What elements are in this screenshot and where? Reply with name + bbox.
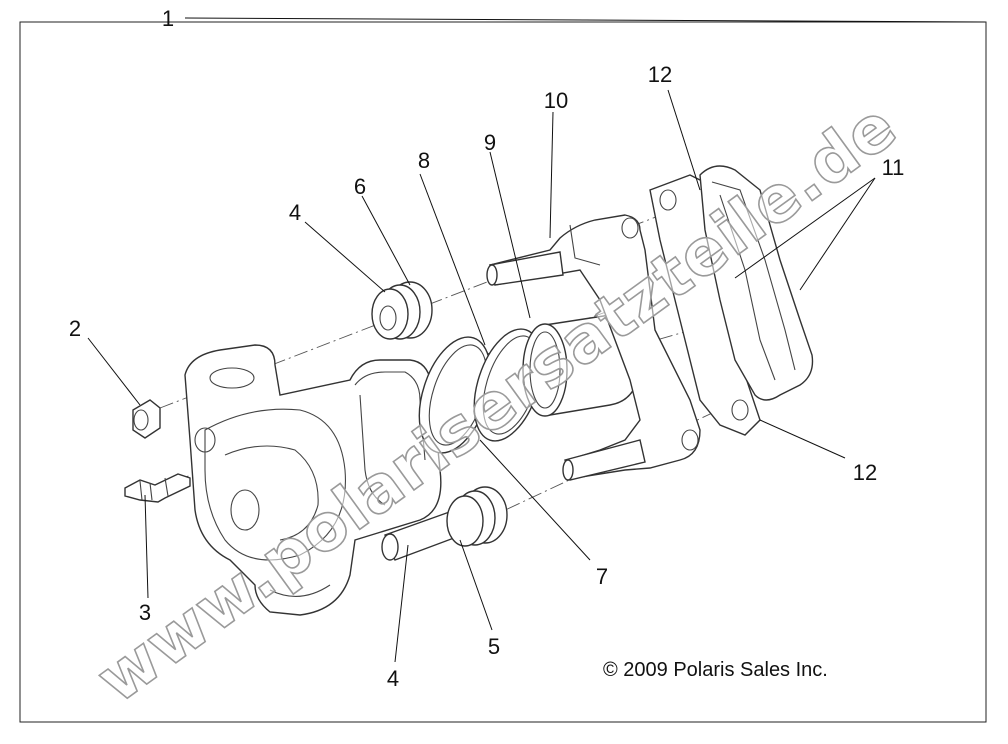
slide-pin-lower <box>381 486 508 561</box>
callout-6: 6 <box>354 174 366 199</box>
callout-12-top: 12 <box>648 62 672 87</box>
bleeder-cap <box>132 399 161 439</box>
callout-10: 10 <box>544 88 568 113</box>
callout-labels: 1 2 3 4 6 8 9 10 12 11 12 7 5 4 <box>69 6 905 691</box>
callout-1: 1 <box>162 6 174 31</box>
callout-11: 11 <box>882 155 905 180</box>
brake-pads <box>699 165 814 401</box>
callout-4-bottom: 4 <box>387 666 399 691</box>
bleeder-screw <box>124 473 191 503</box>
callout-3: 3 <box>139 600 151 625</box>
diagram-border <box>19 21 987 723</box>
callout-2: 2 <box>69 316 81 341</box>
callout-4-top: 4 <box>289 200 301 225</box>
caliper-boot-upper <box>371 281 433 340</box>
caliper-bracket <box>486 214 701 481</box>
caliper-body <box>184 344 442 616</box>
callout-9: 9 <box>484 130 496 155</box>
callout-8: 8 <box>418 148 430 173</box>
leader-lines <box>87 17 986 663</box>
callout-7: 7 <box>596 564 608 589</box>
callout-12-bottom: 12 <box>853 460 877 485</box>
copyright-notice: © 2009 Polaris Sales Inc. <box>603 659 828 681</box>
callout-5: 5 <box>488 634 500 659</box>
